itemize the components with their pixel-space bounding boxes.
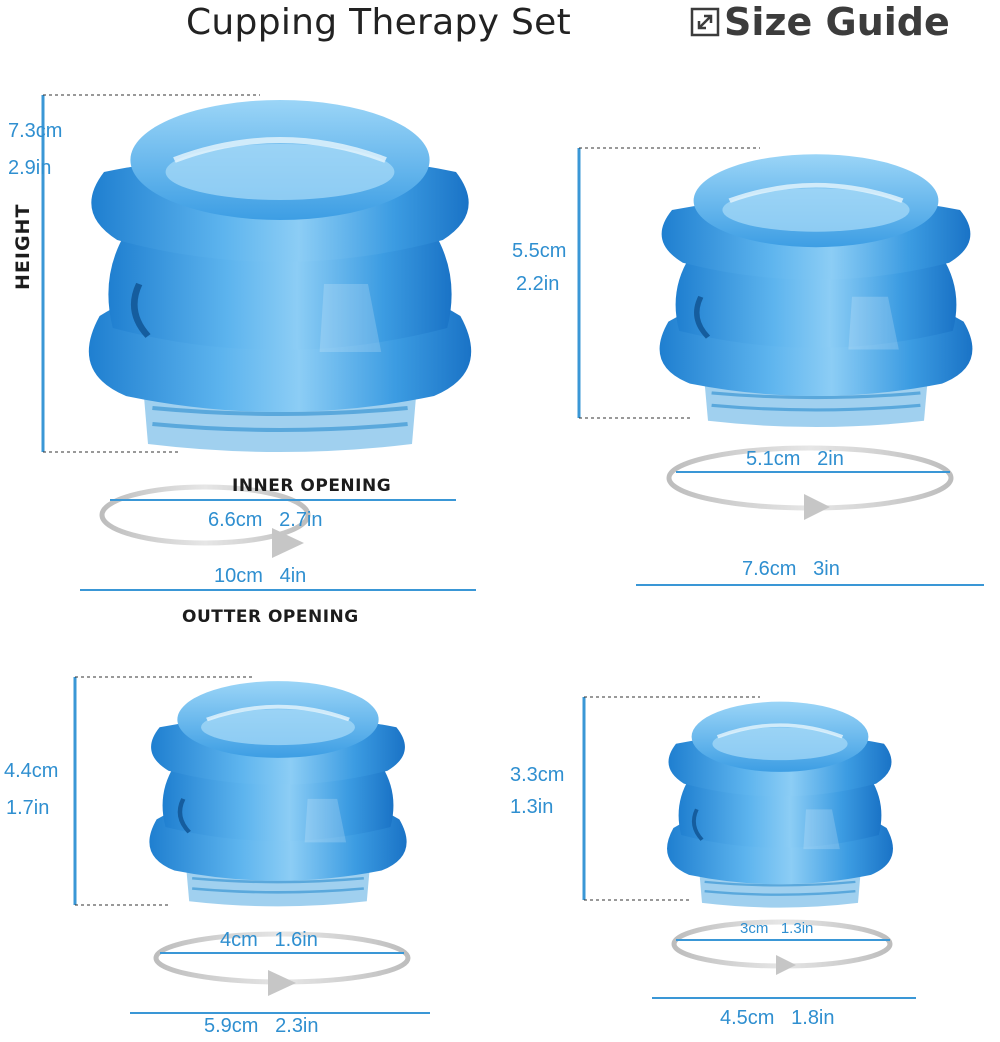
cup-medium-inner: 5.1cm 2in xyxy=(746,448,844,470)
cup-small-height-cm: 4.4cm xyxy=(4,760,59,782)
outer-opening-label: OUTTER OPENING xyxy=(182,607,359,627)
cup-smallest xyxy=(665,699,895,910)
size-guide-heading: Size Guide xyxy=(690,0,950,44)
cup-large-height-line xyxy=(41,94,260,453)
cup-smallest-height-cm: 3.3cm xyxy=(510,764,565,786)
cup-large xyxy=(89,100,471,452)
cup-medium-height-cm: 5.5cm xyxy=(512,240,567,262)
cup-medium xyxy=(660,154,973,427)
cup-smallest-outer: 4.5cm 1.8in xyxy=(720,1007,835,1029)
inner-opening-label: INNER OPENING xyxy=(232,476,392,496)
cup-large-outer: 10cm 4in xyxy=(214,565,307,587)
cup-smallest-height-in: 1.3in xyxy=(510,796,554,818)
expand-icon xyxy=(690,7,720,37)
cup-smallest-ring xyxy=(652,919,916,999)
cup-smallest-height-line xyxy=(582,696,760,901)
height-label: HEIGHT xyxy=(12,203,34,290)
cup-small-ring xyxy=(130,931,430,1014)
cup-small-height-line xyxy=(73,676,255,906)
cup-medium-height-line xyxy=(577,147,760,419)
cup-large-height-cm: 7.3cm xyxy=(8,120,63,142)
size-guide-label: Size Guide xyxy=(724,0,950,44)
page-title: Cupping Therapy Set xyxy=(186,2,572,43)
cup-large-ring xyxy=(80,484,476,591)
cup-small-outer: 5.9cm 2.3in xyxy=(204,1015,319,1037)
cup-large-inner: 6.6cm 2.7in xyxy=(208,509,323,531)
cup-medium-height-in: 2.2in xyxy=(516,273,560,295)
cup-small xyxy=(149,681,406,906)
cup-small-inner: 4cm 1.6in xyxy=(220,929,318,951)
cup-small-height-in: 1.7in xyxy=(6,797,50,819)
cup-medium-outer: 7.6cm 3in xyxy=(742,558,840,580)
cup-medium-ring xyxy=(636,445,984,586)
cup-smallest-inner: 3cm 1.3in xyxy=(740,920,814,937)
cup-large-height-in: 2.9in xyxy=(8,157,52,179)
